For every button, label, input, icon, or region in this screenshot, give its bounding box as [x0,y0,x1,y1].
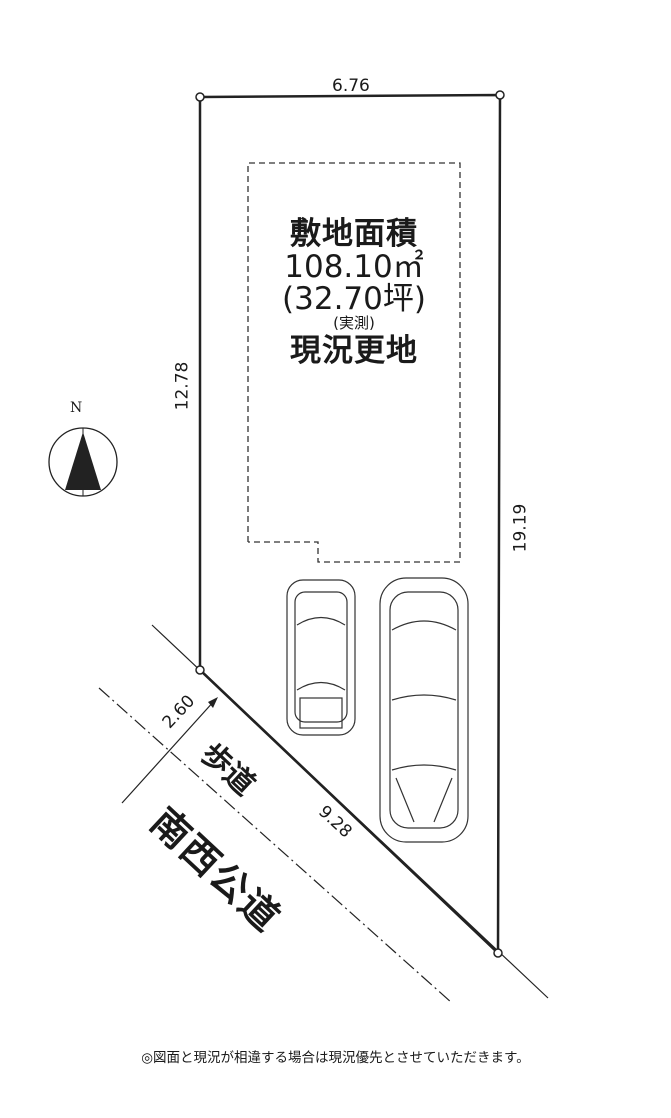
footer-note: ◎図面と現況が相違する場合は現況優先とさせていただきます。 [141,1050,530,1066]
north-arrow-icon [48,427,118,497]
corner-marker [195,665,205,675]
corner-marker [195,92,205,102]
measurement-note: (実測) [333,313,375,332]
road-width-dimension-line [121,699,216,804]
dimension-top: 6.76 [332,76,370,96]
arrowhead-icon [208,697,218,708]
land-status: 現況更地 [290,333,418,370]
area-label: 敷地面積 [290,216,418,252]
road-boundary-dashdot [98,687,453,1004]
corner-marker [495,90,505,100]
area-sqm: 108.10㎡ [284,248,424,285]
north-label: N [70,400,83,416]
road-edge-line-bold [199,669,499,954]
corner-marker [493,948,503,958]
area-tsubo: (32.70坪) [282,281,426,318]
building-envelope-dashed [247,162,461,563]
car-icon [286,579,356,736]
dimension-right: 19.19 [510,503,531,553]
dimension-left: 12.78 [172,361,193,411]
car-icon [379,577,469,843]
site-info-block: 敷地面積 108.10㎡ (32.70坪) (実測) 現況更地 [248,218,460,368]
